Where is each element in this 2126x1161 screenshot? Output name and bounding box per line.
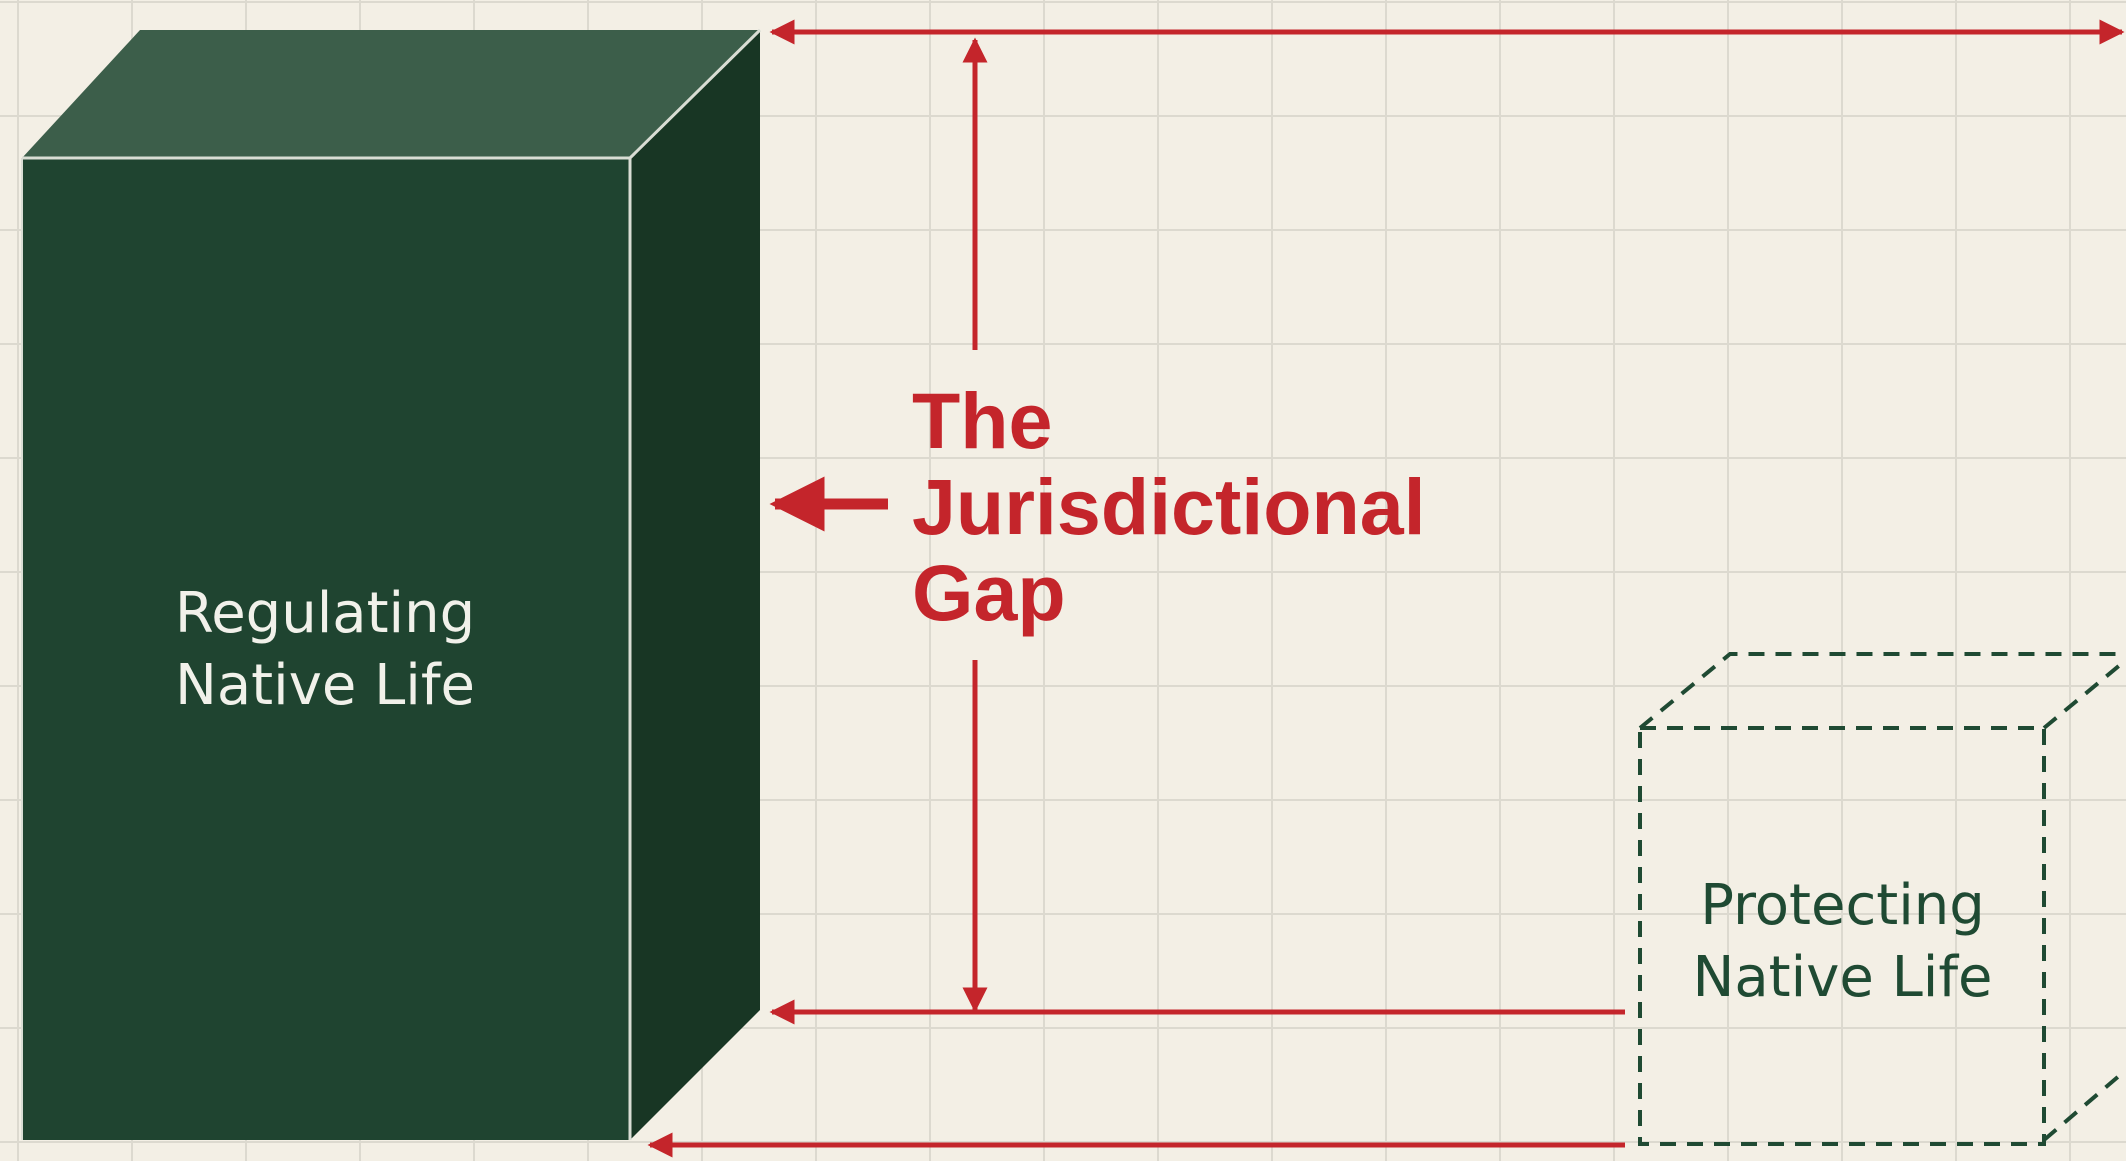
- regulating-box: [21, 28, 762, 1140]
- protecting-box-top-right-edge: [2042, 658, 2126, 730]
- protecting-label-line2: Native Life: [1692, 945, 1993, 1010]
- gap-label-line3: Gap: [912, 548, 1066, 637]
- regulating-label-line2: Native Life: [174, 653, 476, 718]
- regulating-box-label: Regulating Native Life: [140, 578, 510, 722]
- protecting-label-line1: Protecting: [1700, 873, 1985, 938]
- regulating-box-side: [630, 30, 760, 1140]
- protecting-box-front: [1638, 726, 2046, 1146]
- protecting-box: [1638, 652, 2126, 1146]
- protecting-box-bottom-right-edge: [2042, 1068, 2126, 1142]
- regulating-box-front: [22, 158, 630, 1140]
- gap-arrows: [647, 19, 2125, 1158]
- protecting-box-label: Protecting Native Life: [1640, 870, 2045, 1014]
- gap-label-line1: The: [912, 376, 1053, 465]
- gap-label-line2: Jurisdictional: [912, 462, 1426, 551]
- jurisdictional-gap-label: The Jurisdictional Gap: [912, 378, 1426, 636]
- regulating-label-line1: Regulating: [174, 581, 476, 646]
- regulating-box-top: [22, 30, 760, 158]
- protecting-box-top: [1638, 652, 2126, 730]
